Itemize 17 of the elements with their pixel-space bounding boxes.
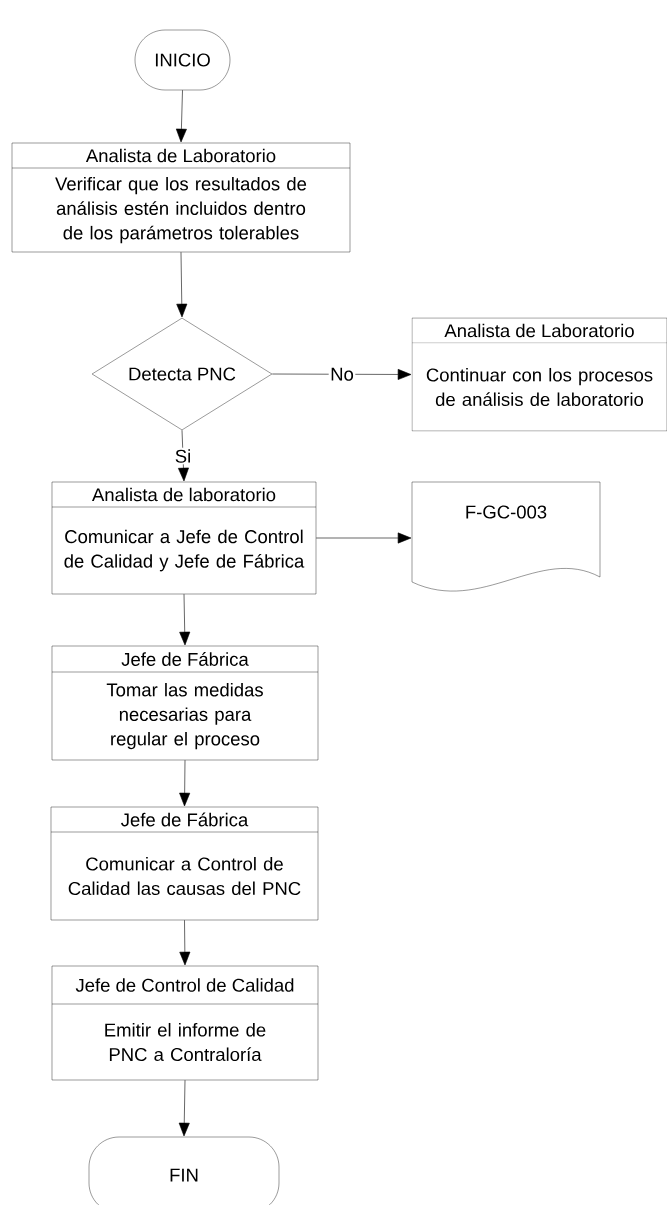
process-box: Jefe de Fábrica Tomar las medidas necesarias para regular el proceso: [51, 645, 319, 761]
arrow: [179, 919, 191, 966]
arrow: [176, 251, 188, 318]
process-box: Analista de laboratorio Comunicar a Jefe de Control de Calidad y Jefe de Fábrica: [51, 481, 317, 595]
arrow: [315, 532, 412, 544]
process-box: Analista de Laboratorio Verificar que los resultados de análisis estén incluidos dentro de los parámetros tolerables: [11, 142, 351, 253]
process-box: Jefe de Control de Calidad Emitir el informe de PNC a Contraloría: [51, 965, 319, 1081]
process-box: Jefe de Fábrica Comunicar a Control de Calidad las causas del PNC: [50, 806, 319, 921]
arrow: [178, 1079, 190, 1137]
arrow: [175, 89, 187, 143]
arrow: [179, 593, 191, 646]
arrow: [179, 759, 191, 807]
process-box: Analista de Laboratorio Continuar con los procesos de análisis de laboratorio: [411, 317, 667, 432]
edge-label: No: [328, 366, 356, 383]
edge-label: Si: [173, 447, 193, 465]
arrow: [178, 429, 189, 482]
arrow: [271, 369, 412, 380]
